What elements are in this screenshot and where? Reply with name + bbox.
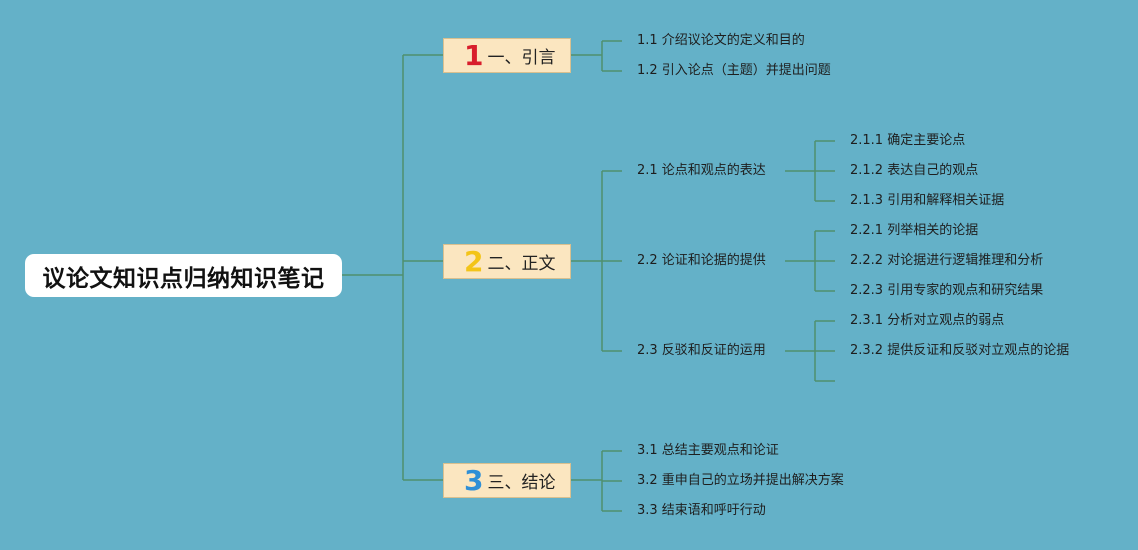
topic-2-1-2[interactable]: 2.1.2 表达自己的观点	[850, 163, 979, 178]
branch-label: 二、正文	[487, 254, 556, 274]
root-title: 议论文知识点归纳知识笔记	[42, 265, 325, 292]
topic-3-1[interactable]: 3.1 总结主要观点和论证	[637, 443, 779, 458]
root-topic[interactable]: 议论文知识点归纳知识笔记	[25, 254, 342, 297]
topic-2-3-2[interactable]: 2.3.2 提供反证和反驳对立观点的论据	[850, 343, 1070, 358]
topic-2-3[interactable]: 2.3 反驳和反证的运用	[637, 343, 766, 358]
branch-body[interactable]: 2 二、正文	[443, 244, 571, 279]
topic-1-1[interactable]: 1.1 介绍议论文的定义和目的	[637, 33, 805, 48]
topic-2-3-1[interactable]: 2.3.1 分析对立观点的弱点	[850, 313, 1005, 328]
topic-2-2[interactable]: 2.2 论证和论据的提供	[637, 253, 766, 268]
topic-2-1-3[interactable]: 2.1.3 引用和解释相关证据	[850, 193, 1005, 208]
number-3-badge: 3	[464, 463, 484, 497]
branch-label: 三、结论	[487, 473, 556, 493]
topic-2-1-1[interactable]: 2.1.1 确定主要论点	[850, 133, 966, 148]
topic-1-2[interactable]: 1.2 引入论点（主题）并提出问题	[637, 63, 831, 78]
connector-branch-2-children	[571, 170, 622, 352]
number-1-badge: 1	[464, 38, 484, 72]
branch-intro[interactable]: 1 一、引言	[443, 38, 571, 73]
topic-2-1[interactable]: 2.1 论点和观点的表达	[637, 163, 766, 178]
connector-2-3-children	[785, 320, 835, 382]
connector-branch-1-children	[571, 40, 622, 72]
topic-3-3[interactable]: 3.3 结束语和呼吁行动	[637, 503, 766, 518]
topic-3-2[interactable]: 3.2 重申自己的立场并提出解决方案	[637, 473, 844, 488]
connector-2-1-children	[785, 140, 835, 202]
branch-conclusion[interactable]: 3 三、结论	[443, 463, 571, 498]
connector-2-2-children	[785, 230, 835, 292]
topic-2-2-2[interactable]: 2.2.2 对论据进行逻辑推理和分析	[850, 253, 1044, 268]
branch-label: 一、引言	[487, 48, 556, 68]
connector-branch-3-children	[571, 450, 622, 512]
number-2-badge: 2	[464, 244, 484, 278]
topic-2-2-1[interactable]: 2.2.1 列举相关的论据	[850, 223, 979, 238]
topic-2-2-3[interactable]: 2.2.3 引用专家的观点和研究结果	[850, 283, 1044, 298]
